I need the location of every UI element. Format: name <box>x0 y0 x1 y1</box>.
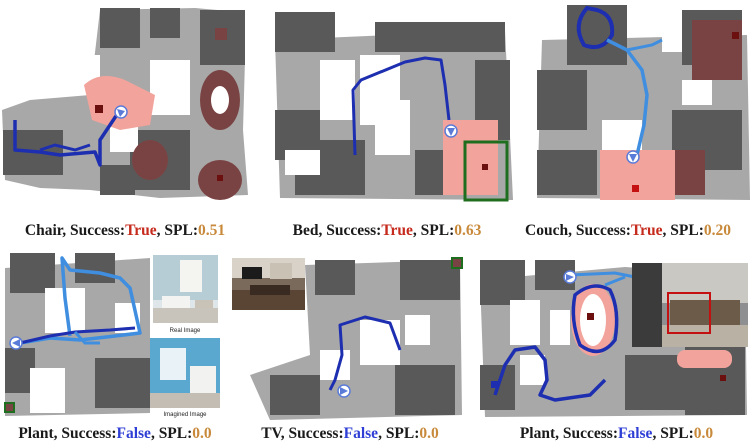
real-image-label: Real Image <box>170 328 201 334</box>
caption-spl-value: 0.63 <box>454 222 482 239</box>
caption-success-label: Success: <box>575 222 631 239</box>
caption-object: Plant <box>519 425 556 442</box>
map-panel-plant-1: Real Image Imagined Image <box>0 248 222 421</box>
semantic-map-plant-2 <box>475 255 753 421</box>
map-panel-couch <box>532 0 753 218</box>
caption-spl-value: 0.20 <box>703 222 731 239</box>
caption-spl-label: SPL: <box>670 222 704 239</box>
caption-object: Couch <box>525 222 569 239</box>
plant-room-photo-inset <box>632 263 748 347</box>
semantic-map-plant-1: Real Image Imagined Image <box>0 248 222 421</box>
map-panel-tv <box>230 255 465 421</box>
semantic-map-chair <box>0 0 250 200</box>
imagined-image-label: Imagined Image <box>163 412 207 418</box>
caption-spl-label: SPL: <box>420 222 455 239</box>
caption-spl-label: SPL: <box>660 425 694 442</box>
caption-object: Plant <box>18 425 54 442</box>
caption-success-value: True <box>125 222 157 239</box>
caption-spl-value: 0.0 <box>693 425 714 442</box>
caption-object: Bed <box>292 222 319 239</box>
semantic-map-couch <box>532 0 753 200</box>
imagined-image-inset: Imagined Image <box>150 338 220 418</box>
caption-success-label: Success: <box>288 425 344 442</box>
caption-spl-label: SPL: <box>385 425 420 442</box>
map-panel-plant-2 <box>475 255 753 421</box>
caption-success-value: False <box>343 425 379 442</box>
caption-spl-label: SPL: <box>158 425 193 442</box>
tv-room-photo-inset <box>232 258 305 310</box>
caption-success-label: Success: <box>562 425 618 442</box>
caption-plant-1: Plant, Success:False, SPL:0.0 <box>18 425 212 442</box>
caption-success-label: Success: <box>69 222 126 239</box>
map-panel-bed <box>265 0 515 218</box>
caption-spl-value: 0.51 <box>197 222 226 239</box>
caption-object: TV <box>261 425 281 442</box>
caption-success-value: True <box>630 222 663 239</box>
caption-spl-label: SPL: <box>164 222 198 239</box>
caption-spl-value: 0.0 <box>192 425 212 442</box>
caption-success-value: False <box>618 425 653 442</box>
map-panel-chair <box>0 0 250 218</box>
caption-chair: Chair, Success:True, SPL:0.51 <box>24 222 226 239</box>
caption-success-label: Success: <box>61 425 117 442</box>
caption-object: Chair <box>24 222 63 239</box>
caption-success-value: False <box>116 425 151 442</box>
caption-plant-2: Plant, Success:False, SPL:0.0 <box>519 425 714 442</box>
real-image-inset: Real Image <box>153 255 218 334</box>
semantic-map-tv <box>230 255 465 421</box>
caption-success-label: Success: <box>326 222 382 239</box>
caption-spl-value: 0.0 <box>419 425 439 442</box>
caption-bed: Bed, Success:True, SPL:0.63 <box>292 222 482 239</box>
semantic-map-bed <box>265 0 515 202</box>
caption-tv: TV, Success:False, SPL:0.0 <box>261 425 439 442</box>
caption-success-value: True <box>381 222 413 239</box>
caption-couch: Couch, Success:True, SPL:0.20 <box>525 222 731 239</box>
